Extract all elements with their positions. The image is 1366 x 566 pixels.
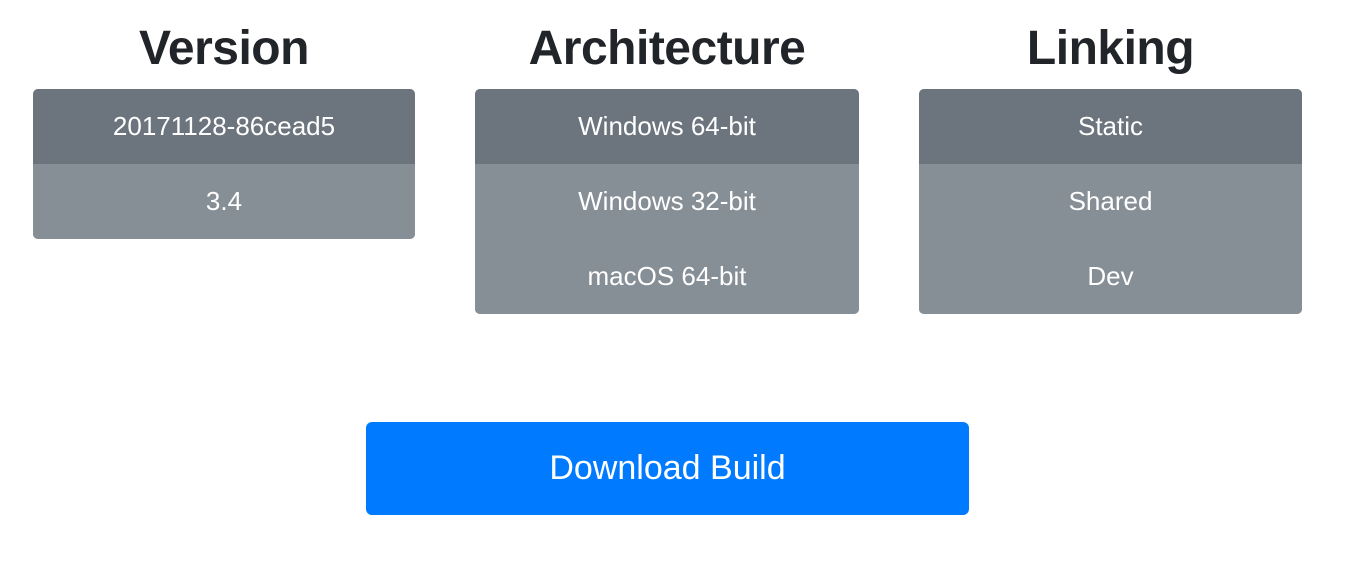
option-label: 20171128-86cead5 bbox=[112, 111, 336, 141]
option-version-0[interactable]: 20171128-86cead5 bbox=[33, 89, 415, 164]
option-group-version: 20171128-86cead5 3.4 bbox=[33, 89, 415, 239]
build-selector: Version 20171128-86cead5 3.4 Architectur… bbox=[33, 0, 1302, 314]
option-group-linking: Static Shared Dev bbox=[919, 89, 1302, 314]
option-group-architecture: Windows 64-bit Windows 32-bit macOS 64-b… bbox=[475, 89, 859, 314]
option-architecture-2[interactable]: macOS 64-bit bbox=[475, 239, 859, 314]
column-title-linking: Linking bbox=[1026, 22, 1195, 75]
option-architecture-0[interactable]: Windows 64-bit bbox=[475, 89, 859, 164]
selector-column-linking: Linking Static Shared Dev bbox=[919, 0, 1302, 314]
option-linking-0[interactable]: Static bbox=[919, 89, 1302, 164]
column-title-architecture: Architecture bbox=[528, 22, 806, 75]
option-label: Windows 64-bit bbox=[578, 111, 756, 141]
column-title-version: Version bbox=[139, 22, 309, 75]
option-label: 3.4 bbox=[205, 186, 243, 216]
selector-column-version: Version 20171128-86cead5 3.4 bbox=[33, 0, 415, 239]
option-linking-1[interactable]: Shared bbox=[919, 164, 1302, 239]
option-label: Windows 32-bit bbox=[578, 186, 756, 216]
option-architecture-1[interactable]: Windows 32-bit bbox=[475, 164, 859, 239]
option-version-1[interactable]: 3.4 bbox=[33, 164, 415, 239]
option-label: macOS 64-bit bbox=[587, 261, 747, 291]
option-linking-2[interactable]: Dev bbox=[919, 239, 1302, 314]
option-label: Shared bbox=[1068, 186, 1153, 216]
selector-column-architecture: Architecture Windows 64-bit Windows 32-b… bbox=[475, 0, 859, 314]
option-label: Static bbox=[1077, 111, 1144, 141]
download-build-button[interactable]: Download Build bbox=[366, 422, 969, 515]
option-label: Dev bbox=[1087, 261, 1134, 291]
